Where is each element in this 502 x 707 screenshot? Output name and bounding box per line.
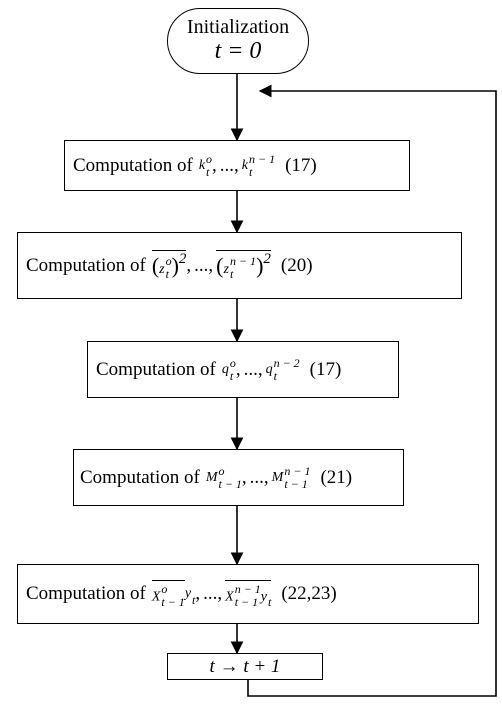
ellipsis: ...,: [194, 254, 214, 276]
comma: ,: [186, 254, 192, 276]
step-label: Computation of: [73, 154, 193, 176]
loop-back-line: [247, 84, 497, 697]
start-terminal: Initialization t = 0: [167, 8, 309, 74]
ellipsis: ...,: [203, 583, 223, 604]
var-m: M: [205, 469, 218, 485]
step-label: Computation of: [96, 358, 216, 380]
equation-ref: (17): [309, 358, 342, 380]
equation-ref: (17): [285, 154, 317, 176]
step-label: Computation of: [26, 254, 146, 276]
step-label: Computation of: [26, 583, 146, 604]
var-q: q: [265, 361, 273, 377]
var-q: q: [221, 361, 229, 377]
ellipsis: ...,: [243, 358, 263, 380]
increment-label: t → t + 1: [209, 655, 281, 677]
comma: ,: [241, 466, 247, 488]
increment-step: t → t + 1: [167, 653, 323, 680]
var-k: k: [198, 157, 206, 173]
var-k: k: [241, 157, 248, 173]
comma: ,: [195, 583, 201, 604]
var-m: M: [271, 469, 284, 485]
comma: ,: [235, 358, 241, 380]
equation-ref: (22,23): [281, 583, 337, 604]
step-label: Computation of: [80, 466, 200, 488]
ellipsis: ...,: [219, 154, 239, 176]
start-label: Initialization: [186, 16, 290, 38]
equation-ref: (21): [320, 466, 353, 488]
comma: ,: [212, 154, 217, 176]
ellipsis: ...,: [249, 466, 269, 488]
start-condition: t = 0: [214, 38, 262, 64]
equation-ref: (20): [280, 254, 313, 276]
